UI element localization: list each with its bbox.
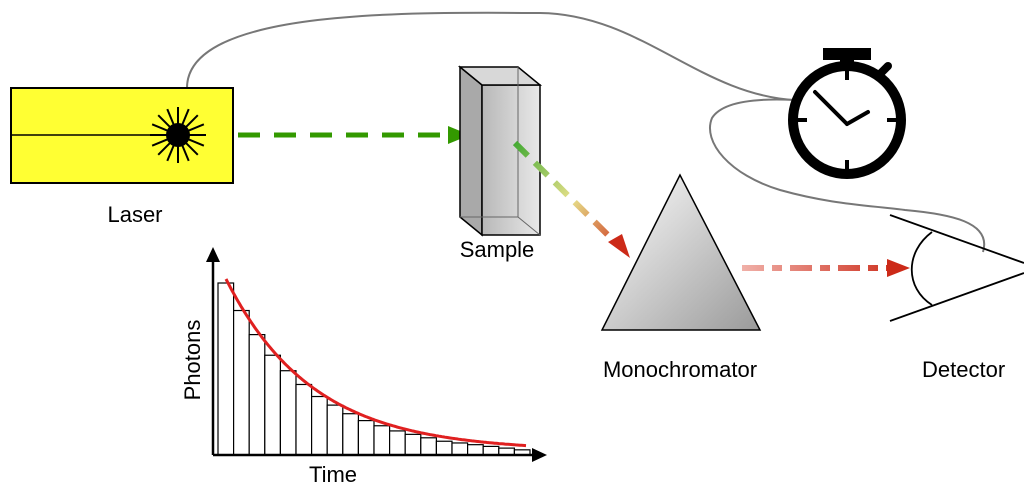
starburst-core — [166, 123, 190, 147]
laser — [10, 87, 234, 184]
histogram-bar — [420, 437, 437, 456]
sample-label: Sample — [460, 237, 535, 262]
starburst-ray — [186, 123, 205, 133]
histogram-bar — [482, 445, 500, 456]
monochromator-prism — [600, 173, 762, 331]
starburst-ray — [180, 108, 190, 127]
emission-beam — [512, 140, 630, 258]
starburst-ray — [151, 123, 170, 133]
histogram-bar — [233, 309, 250, 456]
starburst-ray — [157, 114, 172, 129]
starburst-ray — [166, 108, 176, 127]
x-axis-arrow — [532, 448, 547, 462]
histogram-bar — [435, 440, 453, 456]
starburst-ray — [184, 141, 199, 156]
stopwatch-icon — [788, 48, 906, 179]
starburst-ray — [186, 137, 205, 147]
histogram-x-label: Time — [309, 462, 357, 485]
timing-cable — [186, 11, 986, 253]
starburst-ray — [166, 143, 176, 162]
histogram-bar — [326, 404, 344, 456]
histogram-bar — [295, 383, 313, 456]
starburst-ray — [151, 137, 170, 147]
histogram-bar — [217, 282, 235, 456]
excitation-beam — [238, 126, 470, 144]
histogram-bar — [404, 433, 422, 456]
detected-beam — [742, 259, 910, 277]
laser-label: Laser — [107, 202, 162, 227]
starburst-ray — [157, 141, 172, 156]
histogram-bar — [279, 370, 297, 456]
histogram-bar — [311, 395, 328, 456]
starburst-ray — [180, 143, 190, 162]
laser-starburst-icon — [150, 107, 206, 163]
histogram-bar — [248, 334, 266, 456]
histogram-bar — [467, 444, 484, 456]
decay-curve — [224, 278, 527, 448]
sample-cuvette — [457, 65, 543, 237]
histogram-bar — [342, 413, 359, 456]
histogram-bar — [264, 354, 281, 456]
histogram-bar — [389, 430, 406, 456]
starburst-ray — [184, 114, 199, 129]
histogram-bars — [217, 282, 531, 456]
histogram-y-label: Photons — [180, 320, 205, 401]
y-axis-arrow — [206, 247, 220, 262]
monochromator-label: Monochromator — [603, 357, 757, 382]
histogram-bar — [357, 420, 375, 456]
decay-histogram: Photons Time — [180, 247, 547, 485]
detector-eye-icon — [889, 214, 1024, 322]
histogram-bar — [451, 442, 469, 456]
detector-label: Detector — [922, 357, 1005, 382]
histogram-bar — [373, 425, 391, 456]
